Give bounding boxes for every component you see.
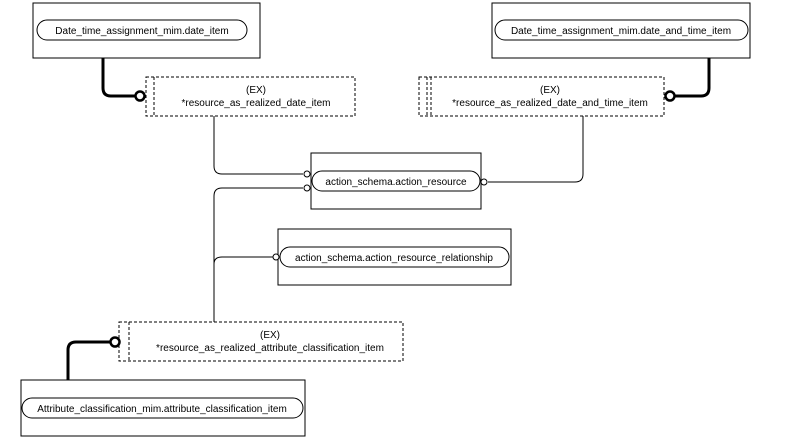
extension-tag: (EX): [540, 85, 560, 96]
thin-link-to-action-resource-relationship: [213, 256, 273, 265]
thin-link-attribute-classification-to-action-resource: [213, 187, 303, 322]
extension-tag: (EX): [260, 330, 280, 341]
entity-pill: [494, 19, 749, 41]
entity-action-resource-relationship[interactable]: action_schema.action_resource_relationsh…: [277, 228, 512, 286]
extension-box: [418, 76, 665, 117]
entity-label: Date_time_assignment_mim.date_item: [55, 26, 228, 37]
thick-link-attribute-classification-item: [66, 340, 111, 380]
entity-pill: [311, 170, 481, 192]
extension-label: *resource_as_realized_date_item: [182, 98, 331, 109]
entity-label: Attribute_classification_mim.attribute_c…: [37, 404, 287, 415]
entity-date-and-time-item-ref[interactable]: Date_time_assignment_mim.date_and_time_i…: [491, 2, 751, 59]
entity-action-resource[interactable]: action_schema.action_resource: [310, 152, 482, 210]
thick-end-circle: [664, 90, 676, 102]
thin-end-circle: [303, 170, 311, 178]
extension-tag: (EX): [246, 85, 266, 96]
thin-end-circle: [303, 184, 311, 192]
entity-date-item-ref[interactable]: Date_time_assignment_mim.date_item: [32, 2, 261, 59]
extension-box: [145, 76, 356, 117]
entity-label: action_schema.action_resource_relationsh…: [295, 253, 493, 264]
entity-label: action_schema.action_resource: [325, 177, 467, 188]
entity-pill: [21, 397, 304, 419]
thick-link-date-and-time-item: [674, 58, 711, 98]
extension-label: *resource_as_realized_attribute_classifi…: [156, 343, 384, 354]
extension-realized-date-item[interactable]: (EX) *resource_as_realized_date_item: [145, 76, 356, 117]
entity-attribute-classification-item-ref[interactable]: Attribute_classification_mim.attribute_c…: [20, 379, 306, 437]
thick-end-circle: [134, 90, 146, 102]
extension-box: [118, 321, 404, 362]
connectors: [66, 58, 711, 380]
extension-realized-date-and-time-item[interactable]: (EX) *resource_as_realized_date_and_time…: [418, 76, 665, 117]
relationship-ends: [109, 90, 676, 348]
extension-realized-attribute-classification-item[interactable]: (EX) *resource_as_realized_attribute_cla…: [118, 321, 404, 362]
thick-end-circle: [109, 336, 121, 348]
thin-end-circle: [272, 253, 280, 261]
extension-label: *resource_as_realized_date_and_time_item: [452, 98, 648, 109]
entity-pill: [36, 19, 248, 41]
thick-link-date-item: [101, 58, 135, 98]
thin-link-date-item-to-action-resource: [213, 116, 303, 175]
entity-pill: [279, 246, 510, 268]
entity-label: Date_time_assignment_mim.date_and_time_i…: [511, 26, 731, 37]
thin-end-circle: [480, 178, 488, 186]
thin-link-date-and-time-item-to-action-resource: [488, 116, 584, 183]
